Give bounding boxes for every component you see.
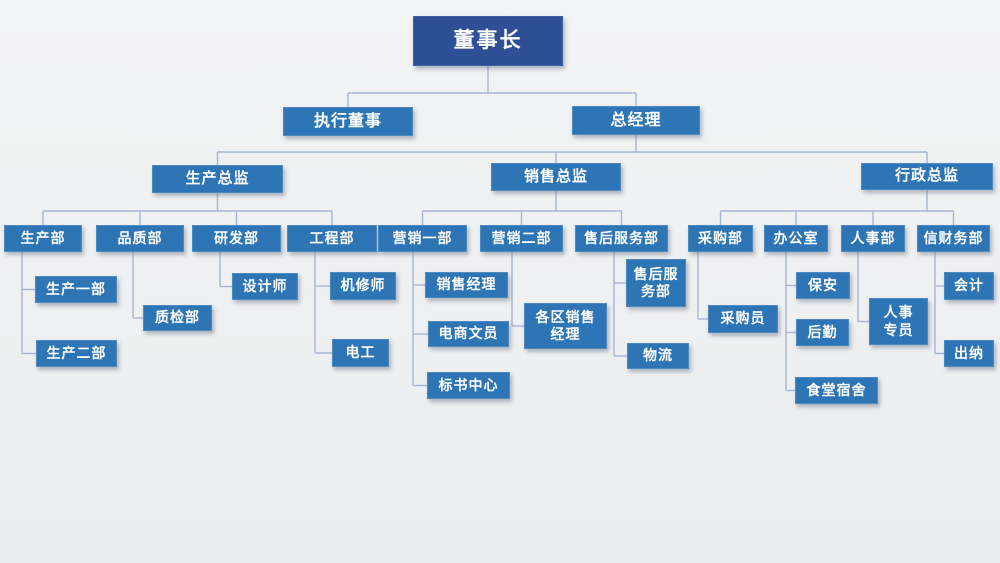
org-node-label-after-sales-dept: 售后服务部: [584, 229, 659, 246]
org-node-label-accountant: 会计: [954, 277, 984, 294]
org-node-label-cashier: 出纳: [954, 344, 984, 361]
org-node-label-designer: 设计师: [242, 277, 288, 294]
org-node-label-marketing-dept-1: 营销一部: [392, 229, 453, 246]
org-node-label-production-dept: 生产部: [20, 229, 66, 246]
org-node-after-sales-team: 售后服 务部: [626, 259, 686, 307]
org-node-label-bidding-center: 标书中心: [438, 376, 499, 393]
org-node-purchasing-dept: 采购部: [688, 225, 753, 252]
org-node-label-production-director: 生产总监: [185, 169, 250, 187]
org-node-cashier: 出纳: [944, 340, 994, 367]
org-node-hr-dept: 人事部: [841, 225, 905, 252]
org-node-purchaser: 采购员: [708, 305, 778, 333]
org-node-quality-dept: 品质部: [96, 225, 184, 252]
org-node-designer: 设计师: [232, 273, 298, 300]
org-node-label-engineering-dept: 工程部: [309, 229, 355, 246]
org-node-label-electrician: 电工: [345, 344, 376, 361]
org-node-regional-sales-manager: 各区销售 经理: [524, 303, 607, 349]
org-node-label-office: 办公室: [773, 229, 819, 246]
org-node-label-production-unit-2: 生产二部: [46, 344, 107, 361]
org-node-label-logistics-support: 后勤: [807, 323, 838, 340]
org-node-executive-director: 执行董事: [283, 107, 413, 136]
org-node-accountant: 会计: [944, 272, 994, 300]
org-node-label-quality-inspection: 质检部: [155, 309, 200, 326]
org-node-label-ecommerce-clerk: 电商文员: [438, 325, 499, 342]
org-node-electrician: 电工: [332, 339, 389, 367]
org-node-label-sales-manager: 销售经理: [436, 276, 497, 293]
org-node-label-admin-director: 行政总监: [894, 167, 959, 185]
org-node-marketing-dept-2: 营销二部: [480, 225, 563, 252]
org-node-label-security: 保安: [808, 276, 838, 293]
org-node-label-canteen-dorm: 食堂宿舍: [806, 381, 867, 398]
org-node-canteen-dorm: 食堂宿舍: [795, 377, 878, 404]
org-node-label-marketing-dept-2: 营销二部: [491, 229, 552, 246]
org-node-label-rd-dept: 研发部: [214, 229, 259, 246]
org-node-mechanic: 机修师: [330, 272, 396, 300]
org-node-logistics: 物流: [627, 343, 689, 369]
org-node-general-manager: 总经理: [572, 106, 700, 135]
org-node-sales-manager: 销售经理: [425, 272, 508, 298]
org-node-office: 办公室: [764, 225, 828, 252]
org-node-label-sales-director: 销售总监: [523, 167, 588, 185]
org-node-quality-inspection: 质检部: [143, 305, 212, 331]
org-node-production-dept: 生产部: [4, 225, 82, 252]
org-node-label-production-unit-1: 生产一部: [46, 280, 106, 297]
org-node-hr-specialist: 人事 专员: [869, 298, 928, 345]
org-node-rd-dept: 研发部: [192, 225, 281, 252]
org-node-label-mechanic: 机修师: [340, 277, 386, 294]
org-node-label-after-sales-team: 售后服 务部: [633, 265, 679, 300]
org-node-bidding-center: 标书中心: [427, 372, 510, 399]
org-node-label-purchasing-dept: 采购部: [698, 229, 743, 246]
org-node-admin-director: 行政总监: [861, 163, 993, 190]
org-node-label-hr-specialist: 人事 专员: [883, 304, 914, 338]
org-node-after-sales-dept: 售后服务部: [575, 225, 668, 252]
org-node-ecommerce-clerk: 电商文员: [428, 321, 509, 347]
org-node-label-chairman: 董事长: [453, 28, 523, 52]
org-node-label-finance-dept: 信财务部: [923, 229, 984, 246]
org-node-production-unit-1: 生产一部: [35, 276, 117, 303]
org-node-production-unit-2: 生产二部: [36, 340, 117, 367]
org-node-finance-dept: 信财务部: [917, 225, 990, 252]
org-node-chairman: 董事长: [413, 16, 563, 66]
org-node-security: 保安: [796, 272, 850, 299]
org-node-label-logistics: 物流: [643, 347, 673, 364]
org-node-engineering-dept: 工程部: [287, 225, 377, 252]
org-node-logistics-support: 后勤: [796, 319, 849, 346]
org-node-label-hr-dept: 人事部: [850, 229, 896, 246]
org-node-sales-director: 销售总监: [491, 163, 621, 191]
org-node-label-general-manager: 总经理: [610, 111, 662, 129]
org-node-marketing-dept-1: 营销一部: [378, 225, 467, 252]
org-node-label-purchaser: 采购员: [720, 310, 766, 327]
org-node-label-executive-director: 执行董事: [313, 112, 382, 130]
org-node-production-director: 生产总监: [152, 165, 283, 193]
org-node-label-quality-dept: 品质部: [117, 229, 163, 246]
org-node-label-regional-sales-manager: 各区销售 经理: [535, 308, 596, 343]
